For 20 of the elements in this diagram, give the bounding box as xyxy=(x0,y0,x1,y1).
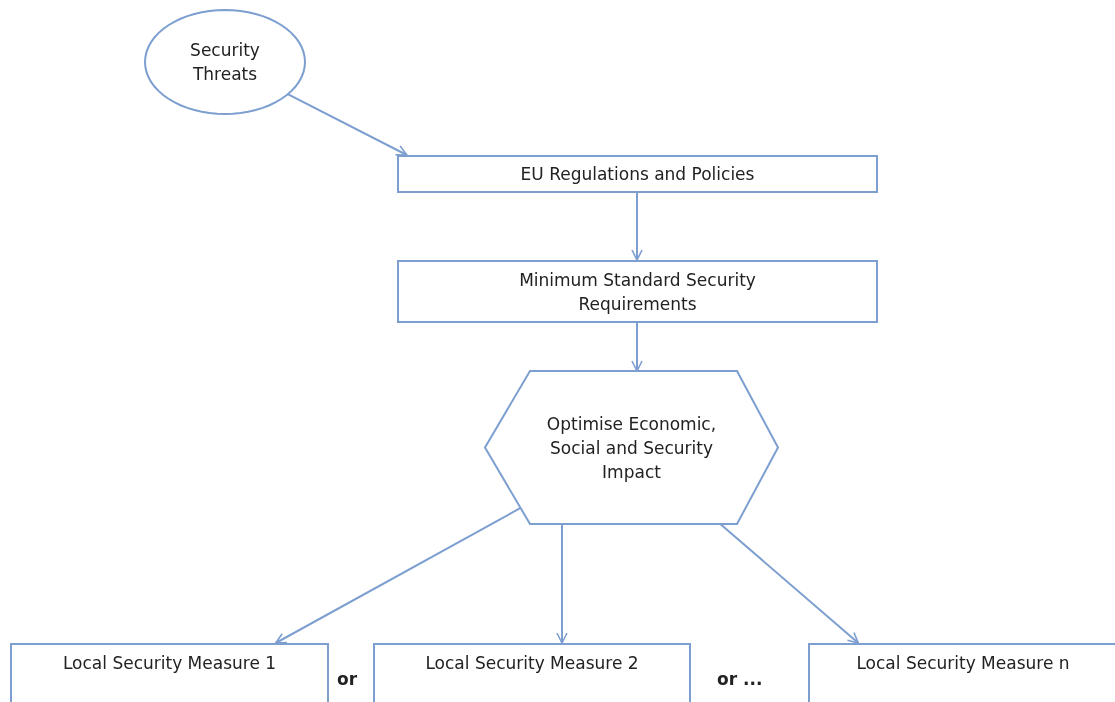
arrow xyxy=(556,523,568,644)
node-label: Local Security Measure 2 xyxy=(425,652,639,675)
connector-word: or xyxy=(337,669,358,689)
process-box xyxy=(10,643,329,702)
node-label: Local Security Measure n xyxy=(856,652,1070,675)
arrow xyxy=(631,192,643,261)
process-box xyxy=(397,155,878,193)
node-label: Optimise Economic, Social and Security Impact xyxy=(546,412,717,484)
node-label: EU Regulations and Policies xyxy=(520,163,755,186)
process-box xyxy=(397,260,878,323)
process-box xyxy=(373,643,691,702)
arrow xyxy=(274,506,522,644)
arrow xyxy=(719,523,860,644)
arrow xyxy=(631,322,643,372)
node-label: Minimum Standard Security Requirements xyxy=(518,268,757,316)
process-box xyxy=(808,643,1115,702)
node-label: Security Threats xyxy=(189,39,261,86)
node-label: Local Security Measure 1 xyxy=(62,652,277,675)
arrow xyxy=(286,93,408,156)
connector-word: or ... xyxy=(717,669,763,689)
